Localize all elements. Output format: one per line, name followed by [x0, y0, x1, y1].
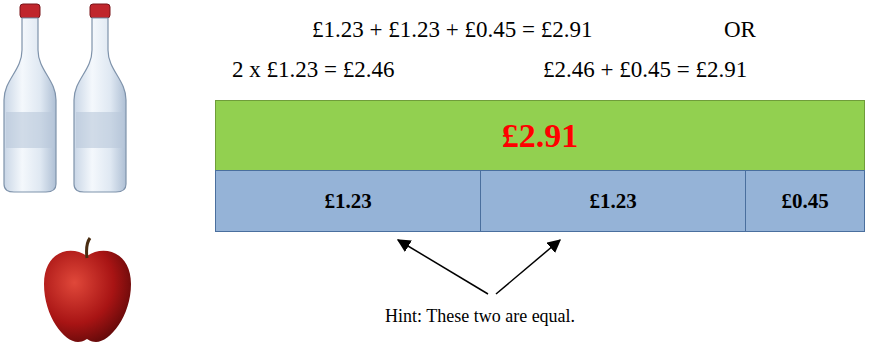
leader-arrow [398, 240, 488, 294]
bottle [74, 4, 126, 192]
bottle-body [4, 18, 56, 192]
part-box: £0.45 [745, 170, 865, 232]
equation-text: 2 x £1.23 = £2.46 [232, 56, 394, 84]
bottle-cap [20, 4, 40, 18]
equation-text: £2.46 + £0.45 = £2.91 [543, 56, 747, 84]
part-box: £1.23 [480, 170, 746, 232]
apple-body [44, 251, 131, 342]
equation-text: £1.23 + £1.23 + £0.45 = £2.91 [312, 16, 592, 44]
hint-note: Hint: These two are equal. [385, 306, 575, 328]
leader-arrow [496, 240, 560, 294]
or-text: OR [724, 16, 756, 44]
water-bottles [0, 0, 140, 200]
bottle-pattern [76, 112, 124, 148]
apple-stem [87, 238, 90, 258]
bottle [4, 4, 56, 192]
apple [40, 236, 135, 346]
box-label: £1.23 [589, 189, 636, 214]
bottle-body [74, 18, 126, 192]
box-label: £2.91 [502, 117, 579, 155]
total-bar: £2.91 [215, 100, 865, 171]
box-label: £1.23 [324, 189, 371, 214]
box-label: £0.45 [781, 189, 828, 214]
bottle-pattern [6, 112, 54, 148]
bottle-cap [90, 4, 110, 18]
part-box: £1.23 [215, 170, 481, 232]
